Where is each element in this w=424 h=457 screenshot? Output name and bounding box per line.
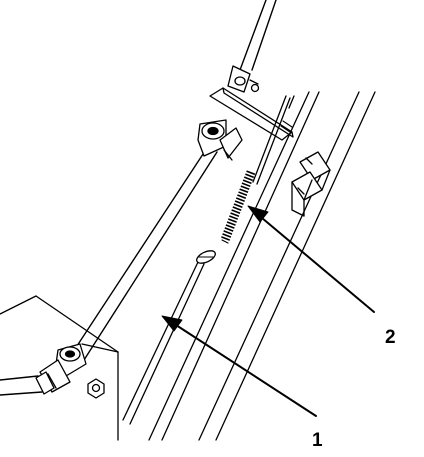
mounting-box bbox=[0, 295, 119, 441]
threaded-adjustment-rod bbox=[220, 95, 293, 244]
hex-nut bbox=[87, 378, 105, 399]
main-drive-rod bbox=[72, 147, 218, 361]
lower-universal-joint bbox=[35, 343, 87, 395]
callout-1-leader bbox=[161, 315, 317, 417]
top-bracket bbox=[209, 87, 294, 141]
control-rod-with-eye bbox=[122, 250, 216, 425]
output-shaft bbox=[0, 375, 43, 396]
column-clamp bbox=[291, 151, 331, 217]
upper-universal-joint bbox=[197, 119, 243, 161]
callout-label-1: 1 bbox=[312, 430, 323, 451]
callout-2-leader bbox=[247, 205, 375, 313]
column-tubes bbox=[148, 91, 376, 441]
upper-clevis-joint bbox=[227, 65, 260, 93]
upper-shaft bbox=[239, 0, 277, 71]
callout-label-2: 2 bbox=[385, 327, 396, 348]
